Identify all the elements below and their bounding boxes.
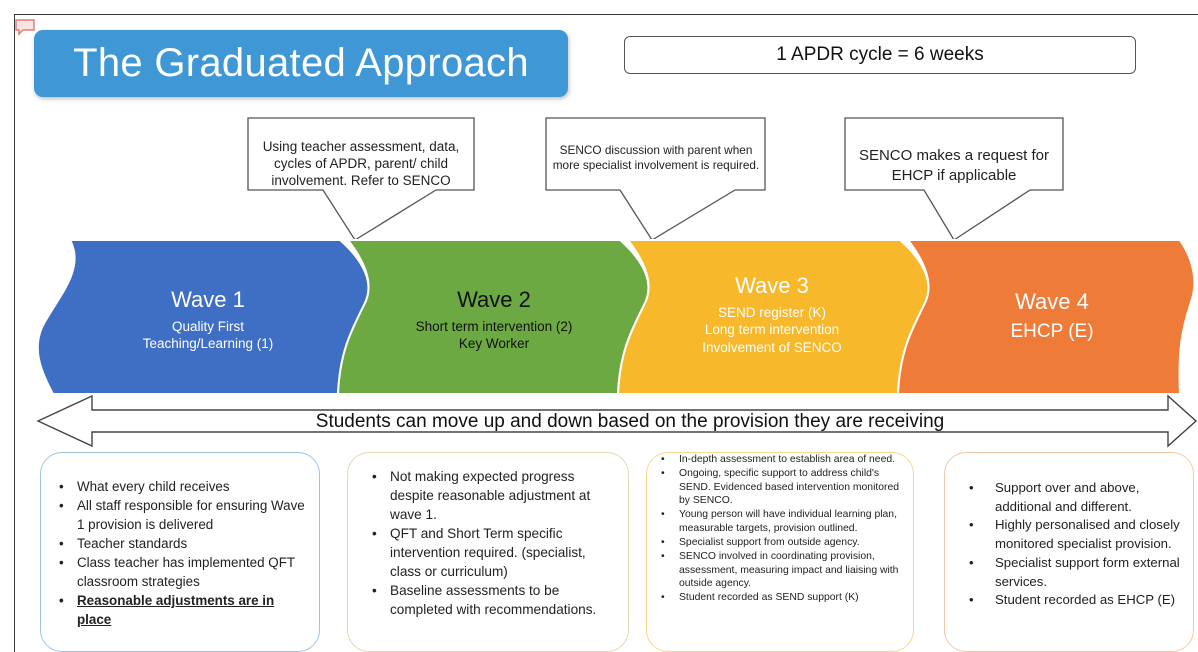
wave-1-list: What every child receives All staff resp… — [55, 477, 309, 629]
list-item: Ongoing, specific support to address chi… — [657, 467, 903, 508]
callout-shape-3 — [844, 117, 1064, 241]
wave-4-label: Wave 4 EHCP (E) — [930, 288, 1174, 344]
wave-2-line-2: Key Worker — [458, 336, 530, 352]
list-item: Teacher standards — [55, 534, 309, 553]
list-item: Baseline assessments to be completed wit… — [368, 581, 618, 619]
page-border-top — [14, 14, 1198, 15]
wave-3-panel: In-depth assessment to establish area of… — [646, 452, 914, 652]
list-item: SENCO involved in coordinating provision… — [657, 550, 903, 591]
wave-3-label: Wave 3 SEND register (K) Long term inter… — [650, 272, 894, 356]
list-item: QFT and Short Term specific intervention… — [368, 524, 618, 581]
list-item: Highly personalised and closely monitore… — [965, 516, 1185, 553]
list-item: Specialist support from outside agency. — [657, 536, 903, 550]
wave-3-line-3: Involvement of SENCO — [702, 339, 842, 355]
wave-2-panel: Not making expected progress despite rea… — [347, 452, 629, 652]
list-item: Specialist support form external service… — [965, 554, 1185, 591]
wave-3-line-2: Long term intervention — [704, 322, 840, 338]
cycle-note: 1 APDR cycle = 6 weeks — [624, 36, 1136, 74]
wave-1-line-1: Quality First — [171, 319, 244, 335]
callout-shape-2 — [545, 117, 766, 241]
wave-4-list: Support over and above, additional and d… — [959, 479, 1185, 610]
callout-2-text: SENCO discussion with parent when more s… — [552, 143, 760, 172]
wave-1-title: Wave 1 — [171, 287, 245, 312]
wave-1-panel: What every child receives All staff resp… — [40, 452, 320, 652]
wave-2-label: Wave 2 Short term intervention (2) Key W… — [372, 286, 616, 353]
wave-2-title: Wave 2 — [457, 287, 531, 312]
wave-4-title: Wave 4 — [1015, 289, 1089, 314]
double-arrow — [36, 394, 1198, 448]
callout-1-text: Using teacher assessment, data, cycles o… — [262, 139, 460, 188]
list-item: Young person will have individual learni… — [657, 508, 903, 536]
wave-3-line-1: SEND register (K) — [717, 305, 827, 321]
comment-icon[interactable] — [14, 18, 36, 36]
arrow-caption: Students can move up and down based on t… — [315, 411, 945, 432]
wave-1-label: Wave 1 Quality First Teaching/Learning (… — [98, 286, 318, 353]
list-item-emphasis: Reasonable adjustments are in place — [55, 591, 309, 629]
wave-4-panel: Support over and above, additional and d… — [944, 452, 1194, 652]
list-item: Student recorded as SEND support (K) — [657, 591, 903, 605]
wave-3-list: In-depth assessment to establish area of… — [657, 453, 903, 605]
page-title: The Graduated Approach — [34, 30, 568, 97]
list-item: Support over and above, additional and d… — [965, 479, 1185, 516]
wave-2-list: Not making expected progress despite rea… — [368, 467, 618, 619]
wave-4-shape — [896, 239, 1196, 395]
list-item: Class teacher has implemented QFT classr… — [55, 553, 309, 591]
list-item: What every child receives — [55, 477, 309, 496]
wave-3-title: Wave 3 — [735, 273, 809, 298]
callout-shape-1 — [247, 117, 475, 241]
callout-3-text: SENCO makes a request for EHCP if applic… — [858, 147, 1050, 184]
wave-1-line-2: Teaching/Learning (1) — [142, 336, 274, 352]
list-item: In-depth assessment to establish area of… — [657, 453, 903, 467]
list-item: All staff responsible for ensuring Wave … — [55, 496, 309, 534]
wave-4-line-1: EHCP (E) — [1010, 321, 1094, 343]
list-item: Student recorded as EHCP (E) — [965, 591, 1185, 610]
wave-2-line-1: Short term intervention (2) — [415, 319, 573, 335]
page-border-left — [14, 14, 15, 652]
list-item: Not making expected progress despite rea… — [368, 467, 618, 524]
